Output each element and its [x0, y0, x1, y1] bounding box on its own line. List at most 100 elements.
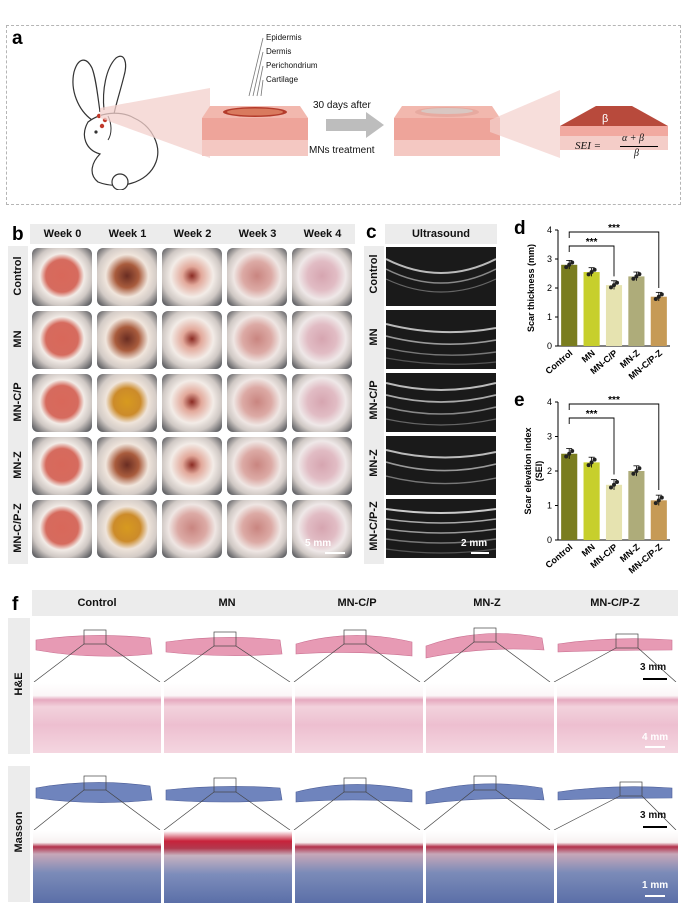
e-ytick-label: 1 [547, 501, 552, 511]
e-dot-3-2 [637, 466, 642, 471]
he-zoom-mnz [426, 683, 554, 753]
panel-label-e: e [514, 390, 525, 411]
photo-control-w2 [162, 248, 222, 306]
photo-mncpz-w4 [292, 500, 352, 558]
photo-mncp-w2 [162, 374, 222, 432]
e-dot-1-1 [589, 460, 594, 465]
e-dot-4-0 [653, 501, 658, 506]
panel-b-side-bar [8, 246, 28, 564]
photo-mncp-w4 [292, 374, 352, 432]
sei-formula-den: β [634, 148, 639, 159]
sei-formula-num: α + β [622, 133, 644, 144]
e-dot-0-1 [567, 451, 572, 456]
week-2-header: Week 2 [173, 228, 212, 240]
d-dot-4-2 [659, 292, 664, 297]
panel-b-scale-text: 5 mm [305, 538, 332, 549]
e-dot-0-0 [564, 454, 569, 459]
arrow-text-2: MNs treatment [309, 145, 375, 156]
e-sig-label-0: *** [586, 409, 598, 420]
d-dot-0-2 [570, 260, 575, 265]
skin-block-wound [202, 106, 308, 156]
d-dot-4-1 [656, 294, 661, 299]
photo-control-w3 [227, 248, 287, 306]
photo-mncpz-w3 [227, 500, 287, 558]
layer-label-dermis: Dermis [266, 47, 292, 56]
panel-b-scale-bar [325, 552, 345, 554]
photo-control-w4 [292, 248, 352, 306]
e-xtick-label-0: Control [544, 542, 575, 570]
d-bar-3 [628, 276, 645, 346]
e-dot-2-2 [615, 480, 619, 485]
f-row-label-masson: Masson [13, 811, 25, 853]
panel-f-side-bar-he [8, 618, 30, 754]
us-row-label-mncpz: MN-C/P-Z [368, 501, 380, 551]
he-scale-text: 3 mm [640, 662, 667, 673]
d-dot-1-0 [586, 272, 591, 277]
f-header-mncp: MN-C/P [337, 597, 377, 609]
e-dot-4-1 [656, 498, 661, 503]
photo-mnz-w2 [162, 437, 222, 495]
photo-mnz-w1 [97, 437, 157, 495]
e-bar-1 [583, 462, 600, 540]
he-zoom-control [33, 683, 161, 753]
photo-mnz-w4 [292, 437, 352, 495]
d-dot-0-0 [564, 265, 569, 270]
panel-a [6, 25, 681, 205]
photo-mncpz-w1 [97, 500, 157, 558]
zoom-beam-2 [490, 90, 560, 158]
d-dot-3-2 [637, 272, 642, 277]
photo-mn-w2 [162, 311, 222, 369]
photo-mnz-w0 [32, 437, 92, 495]
masson-zoom-mnz [426, 831, 554, 903]
d-dot-1-1 [589, 270, 594, 275]
ultrasound-header: Ultrasound [411, 228, 471, 240]
e-ylabel: Scar elevation index(SEI) [523, 427, 544, 514]
e-bar-0 [561, 453, 578, 540]
e-ytick-label: 0 [547, 535, 552, 545]
he-scale-bar [643, 678, 667, 680]
masson-zoom-scale-bar [645, 895, 665, 897]
e-xtick-label-1: MN [580, 542, 597, 559]
e-sig-bracket-1 [568, 403, 660, 490]
e-ytick-label: 3 [547, 432, 552, 442]
e-dot-2-1 [612, 482, 616, 487]
e-dot-1-0 [586, 463, 591, 468]
skin-block-healed [394, 106, 500, 156]
masson-scale-bar [643, 826, 667, 828]
d-dot-0-1 [567, 262, 572, 267]
panel-c-scale-bar [471, 552, 489, 554]
panel-c-header-bar [385, 224, 497, 244]
d-xtick-label-1: MN [580, 348, 597, 365]
zoom-beam [100, 88, 210, 158]
photo-mn-w0 [32, 311, 92, 369]
f-row-label-he: H&E [13, 672, 25, 696]
he-zoom-scale-bar [645, 746, 665, 748]
d-bar-1 [583, 272, 600, 346]
photo-mn-w3 [227, 311, 287, 369]
e-bar-4 [650, 500, 667, 540]
layer-leader-lines [248, 37, 264, 97]
e-sig-label-1: *** [608, 395, 620, 406]
masson-zoom-mncpz [557, 831, 678, 903]
layer-label-cartilage: Cartilage [266, 75, 299, 84]
photo-mncpz-w2 [162, 500, 222, 558]
masson-zoom-scale-text: 1 mm [642, 880, 669, 891]
e-dot-4-2 [659, 495, 664, 500]
photo-control-w0 [32, 248, 92, 306]
panel-label-f: f [12, 594, 19, 615]
d-sig-label-1: *** [608, 223, 620, 234]
panel-c-side-bar [364, 246, 384, 564]
d-bar-0 [561, 264, 578, 346]
e-bar-2 [605, 484, 623, 540]
d-sig-bracket-0 [568, 245, 615, 277]
week-1-header: Week 1 [108, 228, 147, 240]
panel-f-side-bar-masson [8, 766, 30, 902]
f-header-mn: MN [218, 597, 236, 609]
beta-label: β [602, 113, 609, 125]
d-dot-2-2 [615, 280, 619, 285]
d-dot-1-2 [592, 267, 597, 272]
panel-label-a: a [12, 28, 23, 49]
e-ytick-label: 4 [547, 397, 552, 407]
d-dot-3-0 [631, 276, 636, 281]
panel-label-b: b [12, 224, 24, 245]
